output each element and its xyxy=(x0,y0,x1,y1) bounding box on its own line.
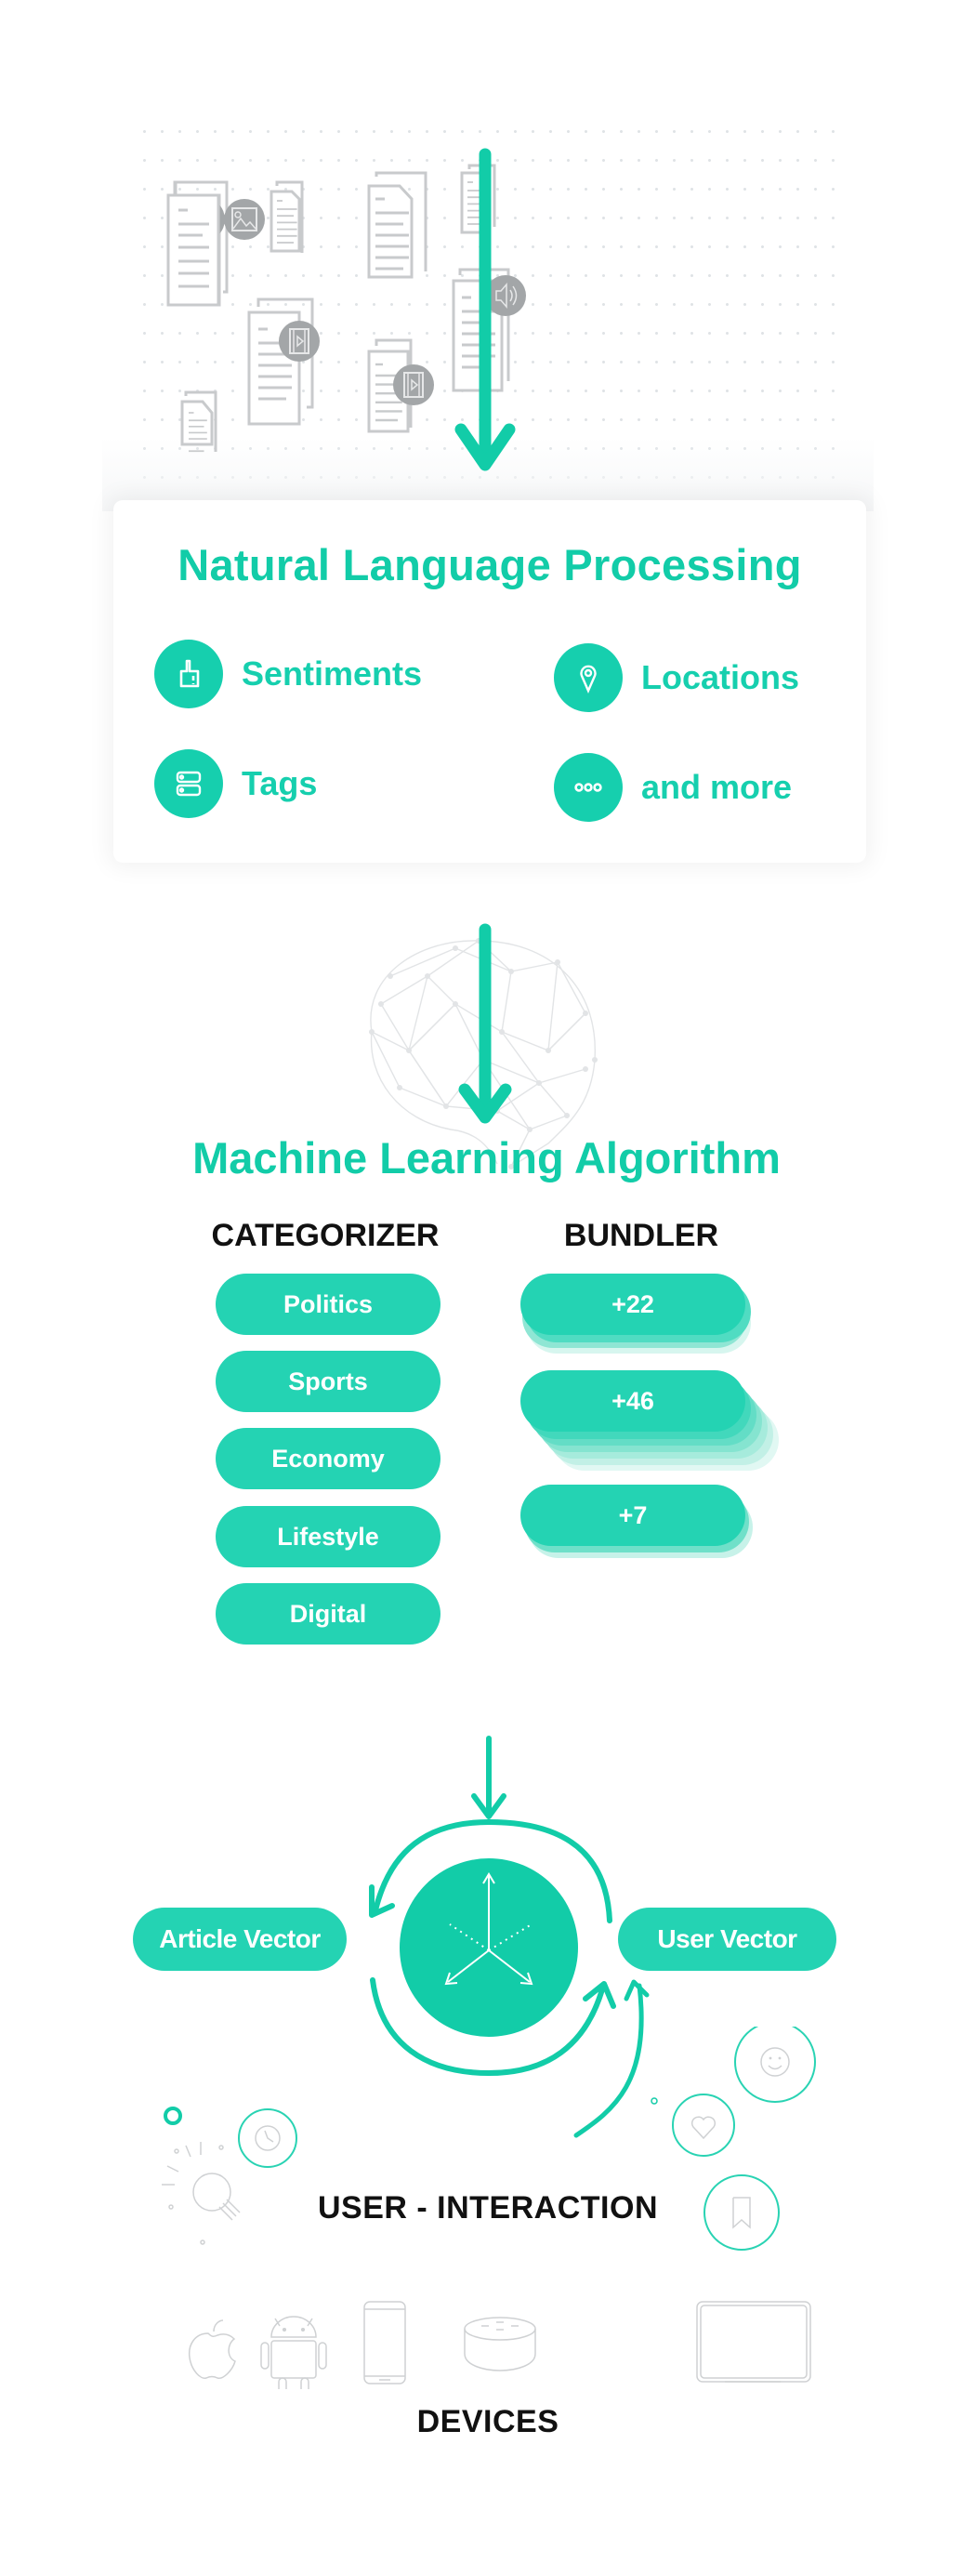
smartphone-icon xyxy=(363,2301,406,2384)
category-pill-economy: Economy xyxy=(216,1428,440,1489)
bundler-heading: BUNDLER xyxy=(563,1218,719,1253)
tags-icon xyxy=(154,749,223,818)
3d-axes-icon xyxy=(444,1872,533,1986)
document-icon xyxy=(367,171,427,279)
video-badge-icon xyxy=(279,321,320,362)
ml-title: Machine Learning Algorithm xyxy=(192,1133,781,1182)
device-icons xyxy=(188,2301,811,2389)
apple-icon xyxy=(188,2319,236,2379)
bundle-pill-7: +7 xyxy=(520,1485,745,1546)
article-vector-pill: Article Vector xyxy=(133,1908,347,1971)
nlp-card: Natural Language Processing Sentiments L… xyxy=(113,500,866,863)
bundle-pill-22: +22 xyxy=(520,1274,745,1335)
feature-sentiments: Sentiments xyxy=(154,640,422,708)
bookmark-icon xyxy=(703,2174,780,2251)
category-pill-lifestyle: Lifestyle xyxy=(216,1506,440,1567)
thumbs-up-icon xyxy=(154,640,223,708)
smiley-icon xyxy=(734,2027,816,2103)
document-badges xyxy=(166,148,526,471)
document-icon xyxy=(180,390,217,453)
feature-and-more: and more xyxy=(554,753,792,822)
more-icon xyxy=(554,753,623,822)
heart-icon xyxy=(672,2094,735,2157)
clock-icon xyxy=(238,2108,297,2168)
decorative-ring xyxy=(164,2107,182,2125)
user-vector-pill: User Vector xyxy=(618,1908,836,1971)
interaction-icons xyxy=(162,2027,816,2251)
android-icon xyxy=(260,2316,327,2389)
smart-speaker-icon xyxy=(464,2317,536,2371)
category-pill-sports: Sports xyxy=(216,1351,440,1412)
devices-label: DEVICES xyxy=(416,2404,559,2439)
feature-tags: Tags xyxy=(154,749,317,818)
location-pin-icon xyxy=(554,643,623,712)
user-interaction-label: USER - INTERACTION xyxy=(318,2190,658,2226)
arrow-down-icon xyxy=(454,148,516,471)
feature-label: and more xyxy=(641,768,793,806)
nlp-title: Natural Language Processing xyxy=(178,540,802,589)
brain-network-icon xyxy=(369,938,598,1169)
bundle-pill-46: +46 xyxy=(520,1370,745,1432)
feature-label: Tags xyxy=(242,764,318,802)
tablet-icon xyxy=(696,2301,811,2383)
document-icon xyxy=(270,180,304,253)
feature-label: Locations xyxy=(641,658,800,696)
categorizer-heading: CATEGORIZER xyxy=(211,1218,440,1253)
category-pill-politics: Politics xyxy=(216,1274,440,1335)
image-badge-icon xyxy=(224,199,265,240)
lightbulb-icon xyxy=(162,2142,241,2245)
audio-badge-icon xyxy=(485,275,526,316)
arrow-down-icon xyxy=(458,923,512,1124)
arrow-down-icon xyxy=(471,1736,506,1819)
feature-locations: Locations xyxy=(554,643,799,712)
video-badge-icon xyxy=(393,364,434,405)
category-pill-digital: Digital xyxy=(216,1583,440,1645)
vector-loop-diagram xyxy=(369,1736,650,2138)
feature-label: Sentiments xyxy=(242,654,423,693)
